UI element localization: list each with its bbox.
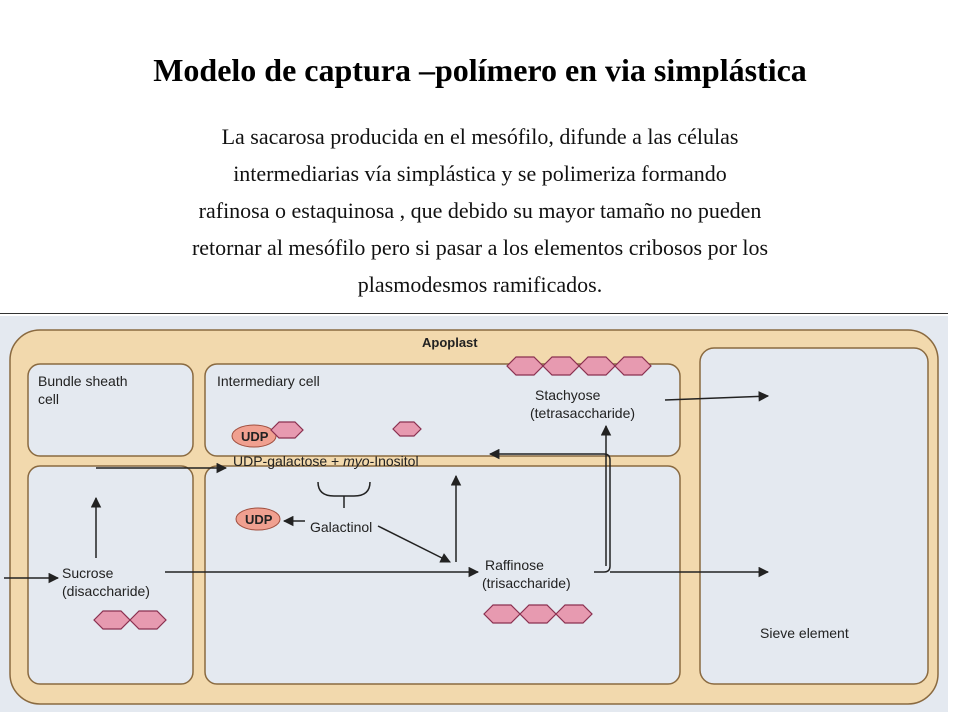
description-line: rafinosa o estaquinosa , que debido su m…	[198, 198, 762, 223]
diagram-svg: Apoplast Bundle sheath cell Intermediary…	[0, 316, 948, 712]
udp-galactose-label: UDP-galactose + myo-Inositol	[233, 453, 419, 469]
galactinol-bracket	[317, 481, 371, 508]
intermediary-cell-bottom	[204, 465, 681, 685]
udp-badge-top	[231, 424, 277, 448]
sucrose-sublabel: (disaccharide)	[62, 583, 150, 599]
galactinol-to-raffinose-arrow	[377, 525, 451, 563]
intermediary-cell-label: Intermediary cell	[217, 373, 320, 389]
sucrose-label: Sucrose	[62, 565, 114, 581]
intermediary-cell-top	[204, 363, 681, 457]
bundle-sheath-label-2: cell	[38, 391, 59, 407]
description-line: La sacarosa producida en el mesófilo, di…	[221, 124, 739, 149]
stachyose-hexagon	[614, 356, 652, 376]
stachyose-to-sieve-arrow	[664, 391, 770, 402]
description-line: intermediarias vía simplástica y se poli…	[233, 161, 727, 186]
raffinose-sublabel: (trisaccharide)	[482, 575, 571, 591]
udp-badge-bottom	[235, 507, 281, 531]
raffinose-label: Raffinose	[485, 557, 544, 573]
bundle-sheath-cell-top	[27, 363, 194, 457]
description: La sacarosa producida en el mesófilo, di…	[60, 118, 900, 303]
description-line: retornar al mesófilo pero si pasar a los…	[191, 235, 769, 260]
udp-label-bottom: UDP	[245, 512, 273, 527]
diagram-figure: Apoplast Bundle sheath cell Intermediary…	[0, 316, 948, 712]
galactinol-label: Galactinol	[310, 519, 372, 535]
page-title: Modelo de captura –polímero en via simpl…	[153, 52, 807, 88]
galactose-hexagon	[270, 421, 304, 439]
sieve-element-label: Sieve element	[760, 625, 849, 641]
stachyose-label: Stachyose	[535, 387, 601, 403]
udp-galactose-text: UDP-galactose +	[233, 453, 343, 469]
bundle-sheath-label: Bundle sheath	[38, 373, 128, 389]
description-line: plasmodesmos ramificados.	[357, 272, 603, 297]
raffinose-hexagon	[555, 604, 593, 624]
apoplast-label: Apoplast	[422, 335, 478, 350]
stachyose-sublabel: (tetrasaccharide)	[530, 405, 635, 421]
myo-text: myo	[343, 453, 370, 469]
udp-label-top: UDP	[241, 429, 269, 444]
sieve-element-cell	[699, 347, 929, 685]
sucrose-hexagon	[129, 610, 167, 630]
divider	[0, 313, 948, 314]
inositol-hexagon	[392, 421, 422, 437]
inositol-text: -Inositol	[370, 453, 419, 469]
